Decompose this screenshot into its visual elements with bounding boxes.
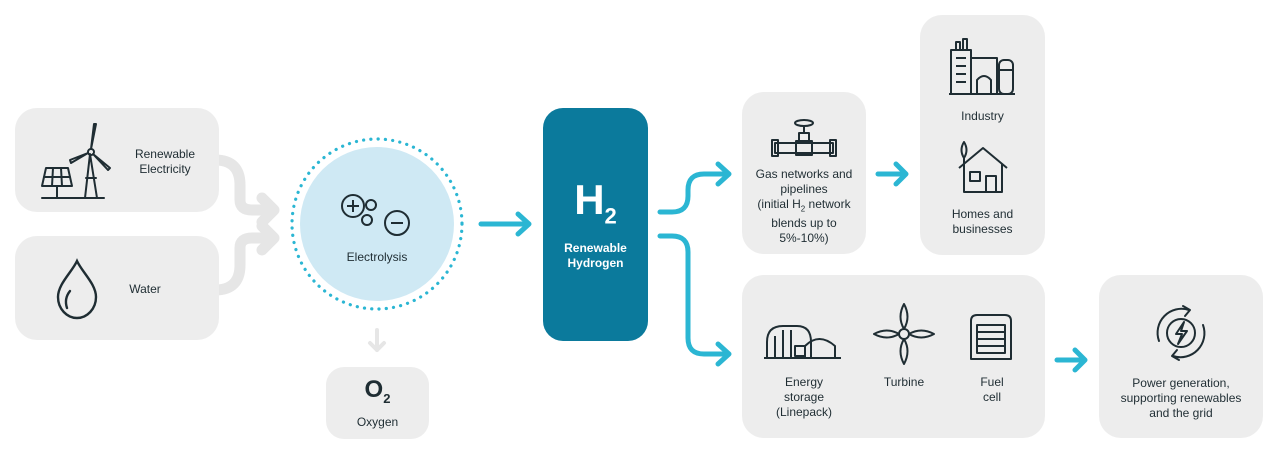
turbine-label: Turbine [883, 375, 925, 389]
homes-line2: businesses [952, 222, 1013, 236]
hydrogen-label-line2: Hydrogen [567, 256, 624, 270]
ions-icon [341, 194, 410, 236]
electrolysis-ring [290, 137, 464, 311]
fuel-cell-line1: Fuel [980, 375, 1004, 389]
gas-networks-line2: pipelines [780, 182, 828, 196]
storage-group-box [742, 275, 1045, 438]
down-arrow-icon [368, 328, 386, 352]
renewable-electricity-line2: Electricity [139, 162, 191, 176]
arrow-to-storage [657, 233, 732, 367]
input-connectors [209, 154, 280, 296]
gas-networks-line3: (initial H2 network [742, 197, 866, 216]
water-box [15, 236, 219, 340]
energy-storage-label: Energy storage (Linepack) [763, 375, 845, 420]
homes-line1: Homes and [951, 207, 1014, 221]
water-label: Water [129, 282, 161, 296]
gas-networks-line1: Gas networks and [755, 167, 853, 181]
renewable-electricity-label: Renewable Electricity [120, 147, 210, 177]
renewable-hydrogen-block [543, 108, 648, 341]
arrow-to-gas-networks [657, 161, 732, 215]
gas-networks-label: Gas networks and pipelines (initial H2 n… [742, 167, 866, 246]
fuel-cell-icon [970, 314, 1012, 360]
connector-head-top [256, 192, 280, 228]
connector-head-bottom [256, 220, 280, 256]
renewable-hydrogen-label: Renewable Hydrogen [543, 241, 648, 271]
energy-storage-icon [764, 325, 841, 359]
energy-storage-line2: storage [783, 390, 825, 404]
oxygen-subscript: 2 [383, 390, 391, 406]
electricity-connector [209, 154, 278, 216]
arrow-to-power-generation [1054, 347, 1088, 373]
gas-networks-line4: blends up to [771, 216, 837, 231]
renewable-electricity-box [15, 108, 219, 212]
hydrogen-symbol: H2 [543, 176, 648, 240]
fuel-cell-line2: cell [982, 390, 1001, 404]
homes-label: Homes and businesses [920, 207, 1045, 237]
oxygen-letter: O [364, 376, 384, 403]
house-icon [958, 141, 1008, 193]
power-generation-line1: Power generation, [1132, 376, 1230, 390]
end-uses-box [920, 15, 1045, 255]
turbine-icon [873, 303, 935, 365]
oxygen-box [326, 367, 429, 439]
renewable-power-icon [1156, 305, 1206, 361]
oxygen-label: Oxygen [356, 415, 399, 429]
power-generation-label: Power generation, supporting renewables … [1099, 376, 1263, 421]
industry-label: Industry [961, 109, 1004, 123]
hydrogen-subscript: 2 [604, 203, 617, 229]
wind-solar-icon [41, 123, 111, 199]
gas-networks-paren-pre: (initial H [757, 197, 801, 211]
oxygen-symbol: O2 [326, 376, 429, 413]
power-generation-line3: and the grid [1149, 406, 1213, 420]
gas-networks-h2-subscript: 2 [800, 204, 806, 214]
gas-networks-line5: 5%-10%) [779, 231, 829, 246]
renewable-electricity-line1: Renewable [134, 147, 196, 161]
water-connector [209, 232, 278, 296]
arrow-to-hydrogen [478, 211, 532, 237]
energy-storage-line3: (Linepack) [775, 405, 833, 419]
dotted-ring [290, 137, 464, 311]
electrolysis-disc [300, 147, 454, 301]
gas-networks-paren-post: network [805, 197, 851, 211]
hydrogen-letter: H [574, 176, 605, 223]
fuel-cell-label: Fuel cell [957, 375, 1027, 405]
energy-storage-line1: Energy [784, 375, 824, 389]
arrow-to-end-uses [875, 161, 909, 187]
pipeline-valve-icon [771, 119, 837, 157]
water-drop-icon [56, 258, 98, 320]
hydrogen-label-line1: Renewable [564, 241, 627, 255]
factory-icon [949, 38, 1015, 95]
power-generation-line2: supporting renewables [1120, 391, 1242, 405]
electrolysis-label: Electrolysis [346, 250, 408, 264]
